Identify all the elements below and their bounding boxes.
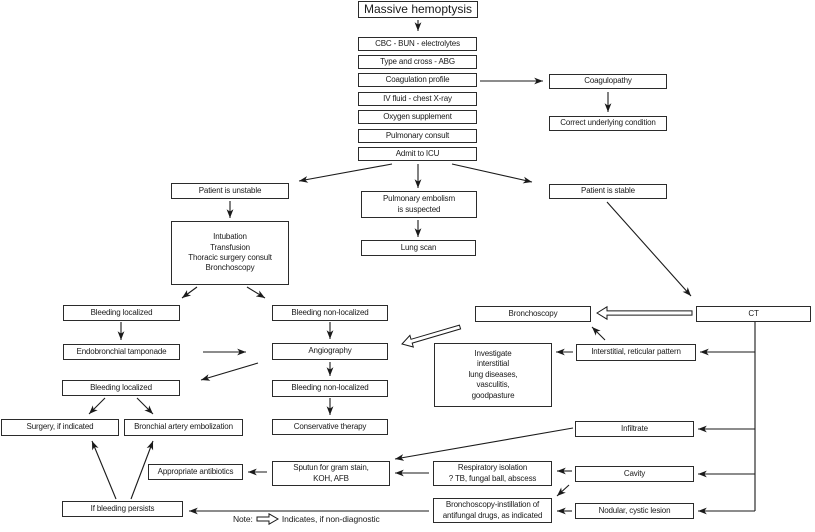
node-coagulation-profile: Coagulation profile [358, 73, 477, 87]
node-cbc-bun-electrolytes: CBC - BUN - electrolytes [358, 37, 477, 51]
node-lung-scan: Lung scan [361, 240, 476, 256]
node-infiltrate: Infiltrate [575, 421, 694, 437]
node-sputum-gram-stain: Sputun for gram stain, KOH, AFB [272, 461, 390, 486]
node-interstitial-reticular-pattern: Interstitial, reticular pattern [576, 344, 696, 361]
solid-arrows [88, 20, 756, 515]
hollow-arrows [401, 305, 693, 348]
node-iv-fluid-chest-xray: IV fluid - chest X-ray [358, 92, 477, 106]
node-pulmonary-embolism-suspected: Pulmonary embolism is suspected [361, 191, 477, 218]
node-nodular-cystic-lesion: Nodular, cystic lesion [575, 503, 694, 519]
node-bronchoscopy: Bronchoscopy [475, 306, 591, 322]
node-bleeding-non-localized-1: Bleeding non-localized [272, 305, 388, 321]
node-conservative-therapy: Conservative therapy [272, 419, 388, 435]
node-bleeding-non-localized-2: Bleeding non-localized [272, 380, 388, 397]
node-investigate-interstitial: Investigate interstitial lung diseases, … [434, 343, 552, 407]
node-respiratory-isolation: Respiratory isolation ? TB, fungal ball,… [433, 461, 552, 486]
hollow-arrow-legend-icon [256, 513, 279, 525]
node-patient-is-unstable: Patient is unstable [171, 183, 289, 199]
legend-note-prefix: Note: [233, 514, 253, 524]
node-intubation-transfusion: Intubation Transfusion Thoracic surgery … [171, 221, 289, 285]
node-bleeding-localized-2: Bleeding localized [62, 380, 180, 396]
node-ct: CT [696, 306, 811, 322]
node-bleeding-localized-1: Bleeding localized [63, 305, 180, 321]
node-coagulopathy: Coagulopathy [549, 74, 667, 89]
node-admit-to-icu: Admit to ICU [358, 147, 477, 161]
node-oxygen-supplement: Oxygen supplement [358, 110, 477, 124]
node-pulmonary-consult: Pulmonary consult [358, 129, 477, 143]
node-surgery-if-indicated: Surgery, if indicated [1, 419, 119, 436]
legend-note-text: Indicates, if non-diagnostic [281, 514, 380, 524]
node-bronchoscopy-instillation: Bronchoscopy-instillation of antifungal … [433, 498, 552, 523]
node-type-and-cross-abg: Type and cross - ABG [358, 55, 477, 69]
node-bronchial-artery-embolization: Bronchial artery embolization [124, 419, 243, 436]
node-angiography: Angiography [272, 343, 388, 360]
node-endobronchial-tamponade: Endobronchial tamponade [63, 344, 180, 360]
hollow-arrow-ct-to-bronchoscopy [596, 305, 693, 321]
node-if-bleeding-persists: If bleeding persists [62, 501, 183, 517]
hollow-arrow-bronchoscopy-to-angiography [401, 324, 462, 348]
node-cavity: Cavity [575, 466, 694, 482]
node-appropriate-antibiotics: Appropriate antibiotics [148, 464, 243, 480]
legend-note: Note: Indicates, if non-diagnostic [233, 513, 380, 525]
node-correct-underlying-condition: Correct underlying condition [549, 116, 667, 131]
node-massive-hemoptysis: Massive hemoptysis [358, 1, 478, 18]
node-patient-is-stable: Patient is stable [549, 184, 667, 199]
